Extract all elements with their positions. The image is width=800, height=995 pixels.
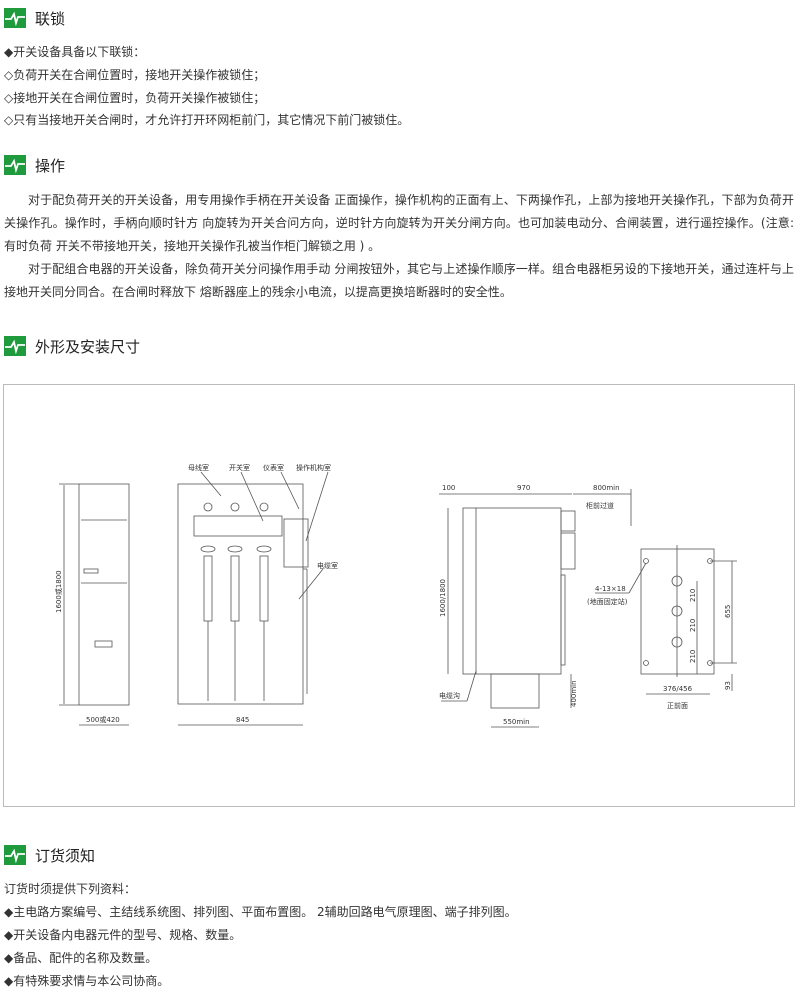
section-logo-icon	[4, 336, 26, 356]
spacing-label: 210	[689, 589, 697, 602]
section-logo-icon	[4, 8, 26, 28]
base-width-label: 376/456	[663, 685, 693, 693]
front-aisle-label: 柜前过道	[586, 501, 614, 510]
depth-655-label: 655	[724, 605, 732, 618]
operation-paragraph: 对于配组合电器的开关设备，除负荷开关分问操作用手动 分闸按钮外，其它与上述操作顺…	[4, 262, 794, 299]
spacing-label: 210	[689, 650, 697, 663]
section-heading-interlock: 联锁	[4, 7, 65, 29]
section-logo-icon	[4, 845, 26, 865]
cable-trench-label: 电缆沟	[439, 691, 460, 700]
interlock-line: ◆开关设备具备以下联锁：	[4, 45, 146, 59]
section-title: 操作	[35, 156, 66, 175]
side-970-label: 970	[517, 484, 530, 492]
mechanism-room-label: 操作机构室	[296, 463, 331, 472]
front-face-label: 正前面	[667, 701, 688, 710]
cable-room-label: 电缆室	[317, 561, 338, 570]
trench-width-label: 550min	[503, 718, 530, 726]
section-title: 外形及安装尺寸	[35, 337, 141, 356]
spacing-label: 210	[689, 619, 697, 632]
side-height-label: 1600/1800	[439, 579, 447, 617]
ordering-line: ◆备品、配件的名称及数量。	[4, 951, 158, 965]
interlock-line: ◇只有当接地开关合闸时，才允许打开环网柜前门，其它情况下前门被锁住。	[4, 113, 410, 127]
hole-spec-label: 4-13×18	[595, 585, 626, 593]
busbar-room-label: 母线室	[188, 463, 209, 472]
side-100-label: 100	[442, 484, 455, 492]
floor-plan	[595, 545, 737, 695]
section-heading-dimensions: 外形及安装尺寸	[4, 335, 140, 357]
section-title: 联锁	[35, 9, 66, 28]
dimension-drawing: 1600或1800 500或420 母线室 开关室 仪表室 操作机构室 电缆室	[54, 463, 737, 728]
front-height-label: 1600或1800	[54, 570, 63, 613]
ordering-line: 订货时须提供下列资料：	[4, 882, 137, 896]
ordering-line: ◆主电路方案编号、主结线系统图、排列图、平面布置图。 2辅助回路电气原理图、端子…	[4, 905, 517, 919]
front-width-label: 500或420	[86, 715, 120, 724]
front-cabinet	[59, 483, 130, 726]
internal-view	[177, 471, 329, 726]
trench-depth-label: 400min	[570, 680, 578, 707]
section-heading-ordering: 订货须知	[4, 844, 95, 866]
section-heading-operation: 操作	[4, 154, 65, 176]
section-title: 订货须知	[35, 846, 96, 865]
interlock-line: ◇接地开关在合闸位置时，负荷开关操作被锁住；	[4, 91, 266, 105]
dimension-drawing-frame: 1600或1800 500或420 母线室 开关室 仪表室 操作机构室 电缆室	[3, 384, 795, 807]
offset-93-label: 93	[724, 681, 732, 690]
side-view	[439, 489, 632, 728]
interlock-line: ◇负荷开关在合闸位置时，接地开关操作被锁住；	[4, 68, 266, 82]
section-logo-icon	[4, 155, 26, 175]
hole-note-label: (地面固定站)	[587, 597, 628, 606]
switch-room-label: 开关室	[229, 463, 250, 472]
side-800min-label: 800min	[593, 484, 620, 492]
instrument-room-label: 仪表室	[263, 463, 284, 472]
ordering-line: ◆开关设备内电器元件的型号、规格、数量。	[4, 928, 242, 942]
ordering-line: ◆有特殊要求情与本公司协商。	[4, 974, 170, 988]
inner-width-label: 845	[236, 716, 249, 724]
operation-paragraph: 对于配负荷开关的开关设备，用专用操作手柄在开关设备 正面操作，操作机构的正面有上…	[4, 193, 794, 253]
